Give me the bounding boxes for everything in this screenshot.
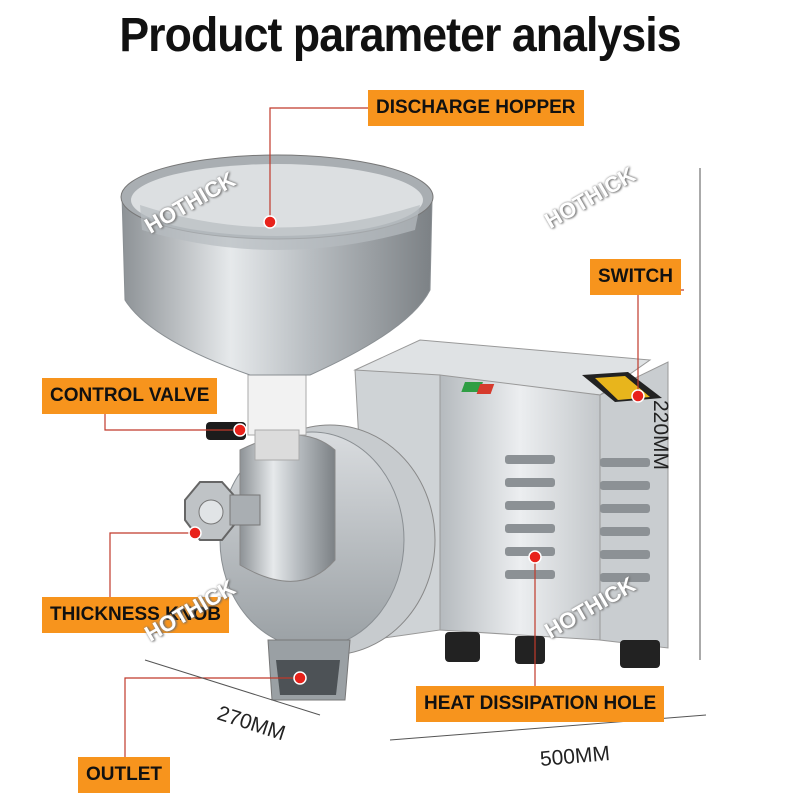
marker-switch <box>631 389 645 403</box>
label-thickness-knob: THICKNESS KNOB <box>42 597 230 633</box>
funnel-neck <box>206 374 307 461</box>
label-control-valve: CONTROL VALVE <box>42 378 218 414</box>
marker-discharge-hopper <box>263 215 277 229</box>
marker-heat-dissipation <box>528 550 542 564</box>
marker-control-valve <box>233 423 247 437</box>
label-discharge-hopper: DISCHARGE HOPPER <box>368 90 584 126</box>
hopper-bowl <box>120 154 434 376</box>
page-title: Product parameter analysis <box>119 9 681 62</box>
grinder-body <box>219 424 436 701</box>
marker-dots <box>188 215 645 685</box>
marker-thickness-knob <box>188 526 202 540</box>
thickness-knob-part <box>184 481 261 541</box>
label-outlet: OUTLET <box>78 757 170 793</box>
label-switch: SWITCH <box>590 259 681 295</box>
marker-outlet <box>293 671 307 685</box>
vent-slots <box>505 455 650 582</box>
motor-housing <box>353 339 669 668</box>
dimension-height: 220MM <box>649 400 672 471</box>
label-heat-dissipation-hole: HEAT DISSIPATION HOLE <box>416 686 665 722</box>
